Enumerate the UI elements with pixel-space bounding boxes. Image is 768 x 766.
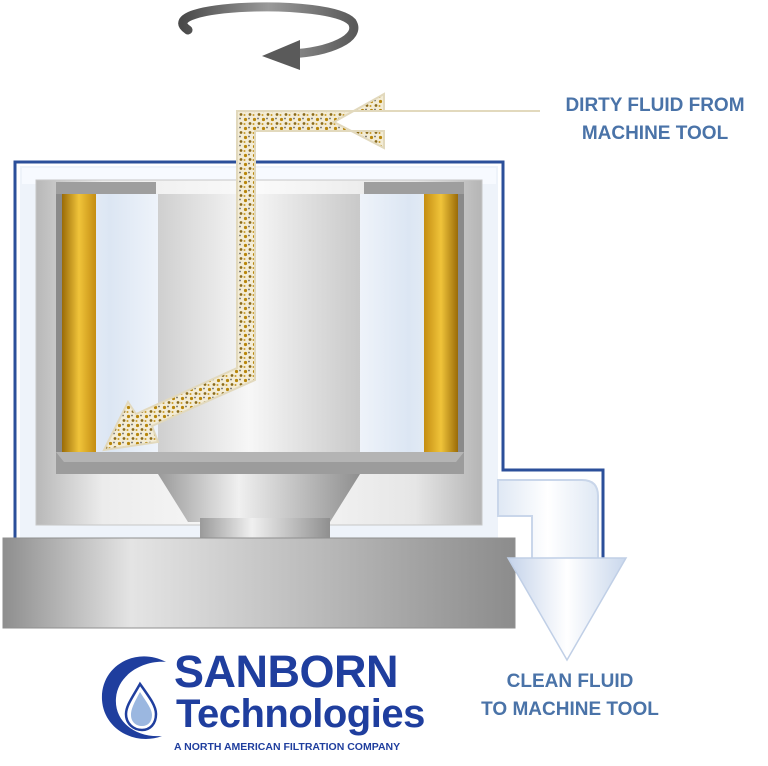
right-filter-media: [424, 194, 458, 452]
outlet-pipe: [497, 479, 599, 563]
dirty-fluid-label-line2: MACHINE TOOL: [581, 123, 729, 144]
rotating-drum: [35, 179, 483, 526]
dirty-fluid-label: DIRTY FLUID FROM MACHINE TOOL: [540, 92, 768, 148]
clean-fluid-label-line2: TO MACHINE TOOL: [481, 699, 659, 720]
drum-funnel: [158, 474, 360, 540]
brand-tagline: A NORTH AMERICAN FILTRATION COMPANY: [174, 741, 401, 753]
left-filter-media: [62, 194, 96, 452]
clean-fluid-label: CLEAN FLUID TO MACHINE TOOL: [480, 668, 660, 724]
base-plate: [2, 537, 516, 629]
clean-fluid-label-line1: CLEAN FLUID: [506, 671, 634, 692]
droplet-swirl-icon: [101, 656, 166, 739]
clean-fluid-outlet-arrow: [506, 557, 628, 662]
brand-subname: Technologies: [176, 692, 425, 736]
dirty-fluid-label-line1: DIRTY FLUID FROM: [565, 95, 745, 116]
rotation-arrow-icon: [178, 2, 359, 70]
sanborn-logo: SANBORN Technologies A NORTH AMERICAN FI…: [96, 648, 426, 763]
brand-name: SANBORN: [174, 646, 399, 697]
dirty-fluid-flow-arrow: [102, 92, 540, 452]
